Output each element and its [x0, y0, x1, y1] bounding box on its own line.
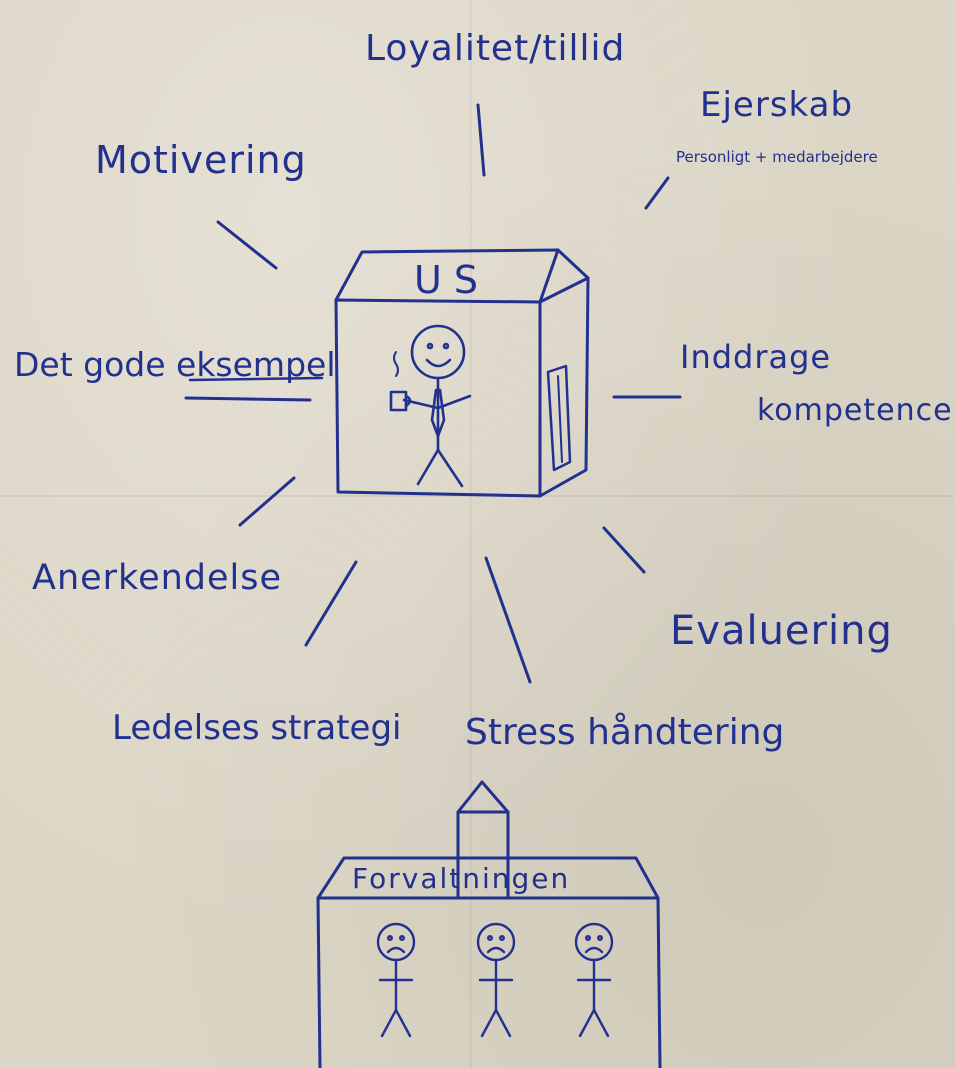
label-motivation: Motivering: [95, 138, 307, 182]
label-strategy: Ledelses strategi: [112, 708, 402, 748]
label-ownership: Ejerskab: [700, 85, 854, 125]
us-person-leg: [416, 448, 440, 486]
sad-person: [574, 922, 614, 1038]
us-box: [334, 248, 590, 498]
us-person-tie: [430, 388, 446, 438]
us-person: [389, 324, 472, 488]
label-recognition: Anerkendelse: [32, 558, 283, 598]
sad-person: [476, 922, 516, 1038]
connector-recognition: [238, 476, 296, 527]
connector-lines: [184, 103, 682, 684]
building-label: Forvaltningen: [352, 862, 571, 895]
label-stress: Stress håndtering: [465, 712, 785, 753]
label-evaluation: Evaluering: [670, 608, 893, 654]
connector-stress: [484, 556, 532, 684]
tower-top: [456, 780, 510, 814]
cup: [389, 390, 408, 412]
connector-evaluation: [602, 526, 646, 574]
us-box-top: [334, 248, 560, 304]
us-person-eye: [426, 342, 434, 350]
steam: [393, 351, 399, 377]
connector-ownership: [644, 176, 670, 210]
cup-handle: [404, 394, 412, 408]
us-person-smile: [425, 358, 452, 368]
us-box-label: US: [414, 258, 490, 302]
us-box-side: [538, 276, 590, 498]
us-person-head: [410, 324, 466, 380]
paper-fold: [470, 0, 472, 1068]
us-person-leg: [436, 448, 464, 488]
connector-motivation: [216, 220, 278, 270]
label-involve-2: kompetencer: [757, 393, 955, 428]
connector-strategy: [304, 560, 358, 647]
sad-person: [376, 922, 416, 1038]
label-loyalty: Loyalitet/tillid: [365, 28, 626, 69]
us-person-eye: [442, 342, 450, 350]
us-box-door-line: [557, 375, 563, 463]
sad-people: [376, 922, 614, 1038]
building-roof: [316, 856, 660, 900]
label-ownership-sub: Personligt + medarbejdere: [676, 148, 878, 166]
connector-loyalty: [476, 103, 486, 177]
us-box-door: [546, 364, 572, 472]
us-box-top-right: [556, 248, 590, 280]
building-body: [316, 896, 662, 1068]
label-involve-1: Inddrage: [680, 338, 832, 376]
connector-example: [184, 396, 312, 402]
tower: [456, 810, 510, 900]
building: [316, 780, 662, 1068]
example-underline: [188, 376, 324, 382]
